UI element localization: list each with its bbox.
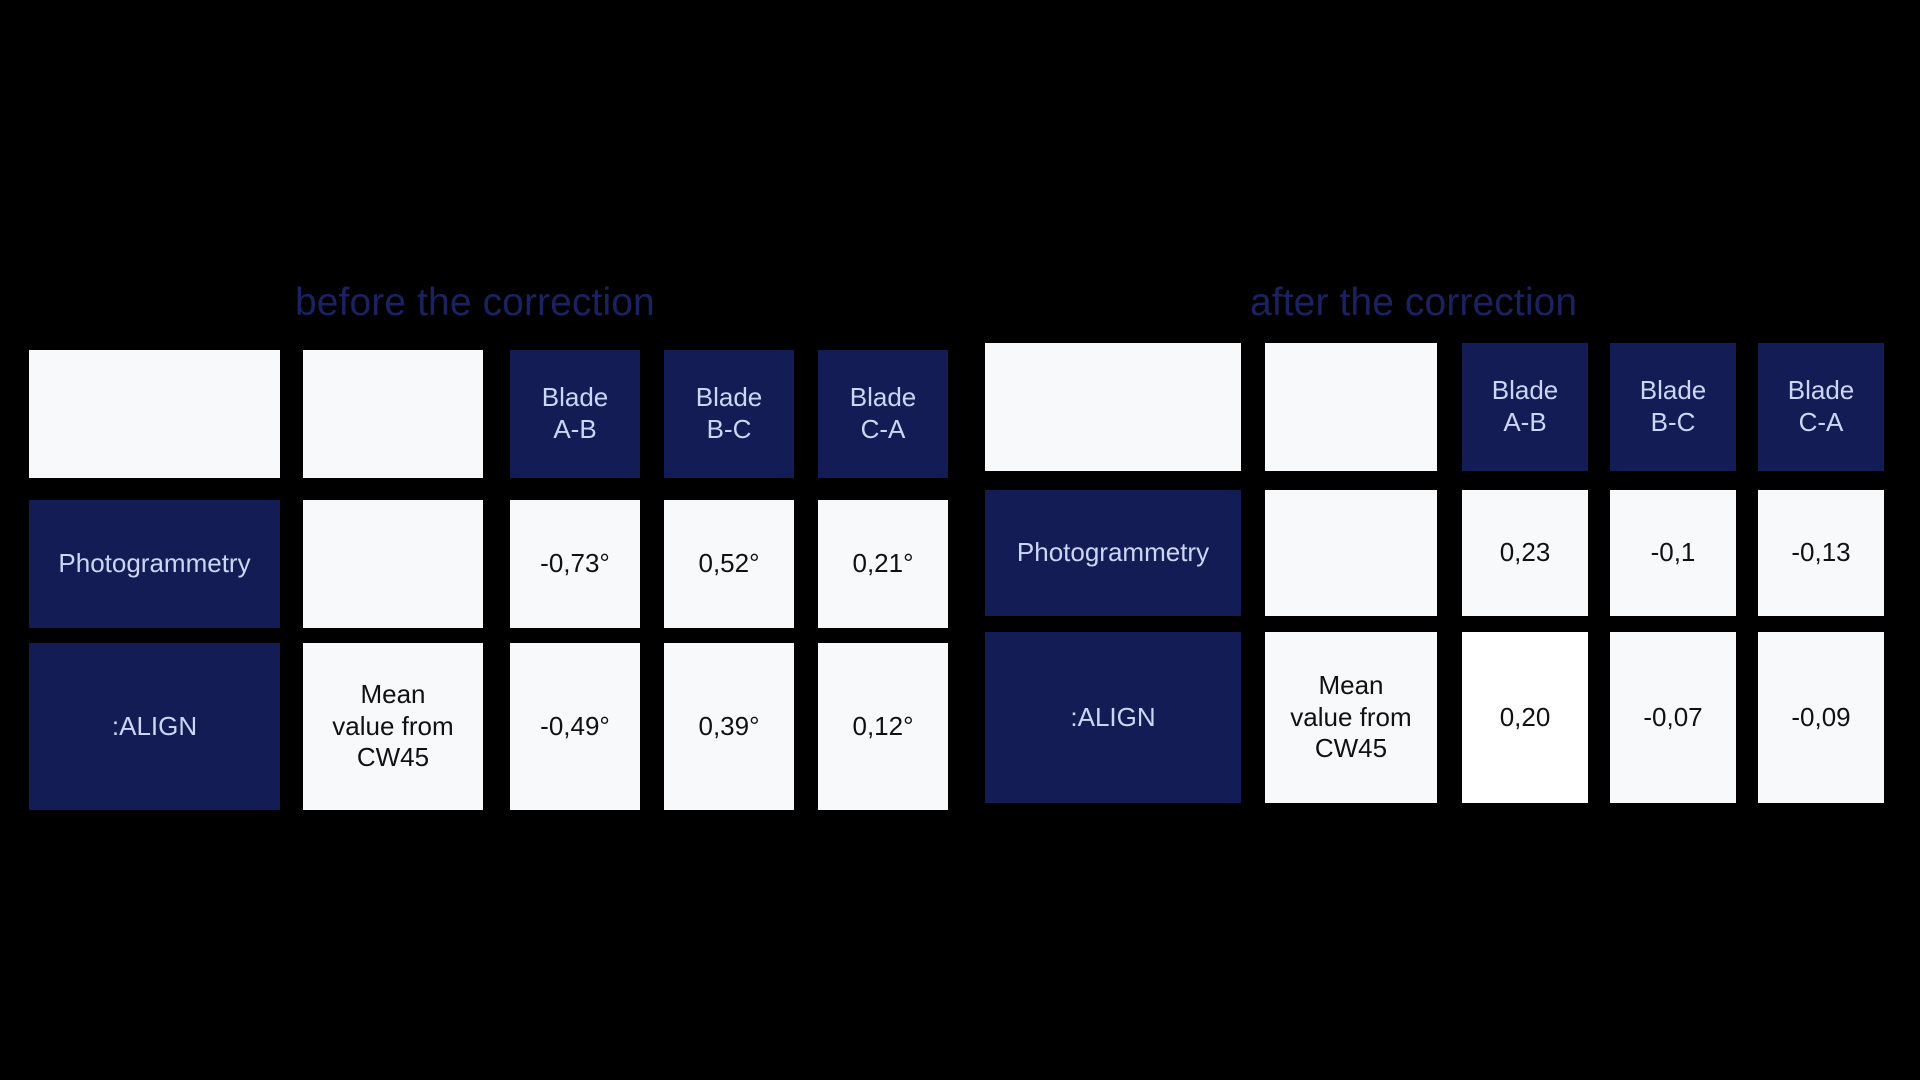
header-line-2: A-B bbox=[553, 414, 597, 444]
cell-value: 0,23 bbox=[1499, 537, 1551, 568]
note-line-1: Mean bbox=[1318, 669, 1384, 700]
note-line-2: value from bbox=[1290, 701, 1412, 732]
header-line-1: Blade bbox=[849, 382, 917, 413]
note-line-2: value from bbox=[332, 710, 454, 741]
table-before-header-blade-bc: Blade B-C bbox=[664, 350, 794, 478]
note-line-1: Mean bbox=[360, 678, 426, 709]
table-before-value-photogrammetry-ab: -0,73° bbox=[510, 500, 640, 628]
table-after-row-align-label: :ALIGN bbox=[985, 632, 1241, 803]
table-after-value-align-ab: 0,20 bbox=[1462, 632, 1588, 803]
row-label-text: :ALIGN bbox=[1070, 701, 1156, 732]
table-before-row-photogrammetry-label: Photogrammetry bbox=[29, 500, 280, 628]
cell-value: -0,73° bbox=[540, 548, 610, 579]
table-after-header-blade-bc: Blade B-C bbox=[1610, 343, 1736, 471]
header-line-1: Blade bbox=[541, 382, 609, 413]
row-label-text: :ALIGN bbox=[111, 710, 198, 741]
table-before-header-cell-blank-1 bbox=[29, 350, 280, 478]
cell-value: -0,1 bbox=[1650, 537, 1696, 568]
cell-value: 0,52° bbox=[698, 548, 760, 579]
header-line-1: Blade bbox=[695, 382, 763, 413]
header-line-2: A-B bbox=[1503, 407, 1547, 437]
table-after-row-photogrammetry-note bbox=[1265, 490, 1437, 616]
table-before-row-photogrammetry-note bbox=[303, 500, 483, 628]
table-before-row-align-note: Mean value from CW45 bbox=[303, 643, 483, 810]
note-line-3: CW45 bbox=[1314, 733, 1388, 764]
table-after-header-cell-blank-2 bbox=[1265, 343, 1437, 471]
cell-value: -0,13 bbox=[1791, 537, 1851, 568]
panel-title-after: after the correction bbox=[1250, 281, 1578, 324]
cell-value: 0,21° bbox=[852, 548, 914, 579]
header-line-2: B-C bbox=[706, 414, 752, 444]
table-after-header-blade-ab: Blade A-B bbox=[1462, 343, 1588, 471]
header-line-2: B-C bbox=[1650, 407, 1696, 437]
header-line-1: Blade bbox=[1639, 375, 1707, 406]
table-before-header-blade-ca: Blade C-A bbox=[818, 350, 948, 478]
cell-value: 0,20 bbox=[1499, 701, 1551, 732]
row-label-text: Photogrammetry bbox=[1016, 537, 1210, 568]
table-after-value-align-bc: -0,07 bbox=[1610, 632, 1736, 803]
note-line-3: CW45 bbox=[356, 742, 430, 773]
cell-value: 0,12° bbox=[852, 710, 914, 741]
table-before-header-blade-ab: Blade A-B bbox=[510, 350, 640, 478]
cell-value: -0,49° bbox=[540, 710, 610, 741]
header-line-1: Blade bbox=[1491, 375, 1559, 406]
table-after-header-blade-ca: Blade C-A bbox=[1758, 343, 1884, 471]
panel-title-before: before the correction bbox=[295, 281, 655, 324]
header-line-1: Blade bbox=[1787, 375, 1855, 406]
cell-value: -0,07 bbox=[1643, 701, 1703, 732]
table-before-value-align-ca: 0,12° bbox=[818, 643, 948, 810]
table-after-value-align-ca: -0,09 bbox=[1758, 632, 1884, 803]
table-after-value-photogrammetry-ab: 0,23 bbox=[1462, 490, 1588, 616]
header-line-2: C-A bbox=[1798, 407, 1844, 437]
table-after-value-photogrammetry-ca: -0,13 bbox=[1758, 490, 1884, 616]
table-after-value-photogrammetry-bc: -0,1 bbox=[1610, 490, 1736, 616]
table-after-row-align-note: Mean value from CW45 bbox=[1265, 632, 1437, 803]
table-before-value-align-ab: -0,49° bbox=[510, 643, 640, 810]
table-before-value-photogrammetry-bc: 0,52° bbox=[664, 500, 794, 628]
row-label-text: Photogrammetry bbox=[58, 548, 251, 579]
cell-value: -0,09 bbox=[1791, 701, 1851, 732]
cell-value: 0,39° bbox=[698, 710, 760, 741]
table-before-header-cell-blank-2 bbox=[303, 350, 483, 478]
table-after-row-photogrammetry-label: Photogrammetry bbox=[985, 490, 1241, 616]
table-before-value-align-bc: 0,39° bbox=[664, 643, 794, 810]
table-before-row-align-label: :ALIGN bbox=[29, 643, 280, 810]
table-before-value-photogrammetry-ca: 0,21° bbox=[818, 500, 948, 628]
table-after-header-cell-blank-1 bbox=[985, 343, 1241, 471]
header-line-2: C-A bbox=[860, 414, 906, 444]
